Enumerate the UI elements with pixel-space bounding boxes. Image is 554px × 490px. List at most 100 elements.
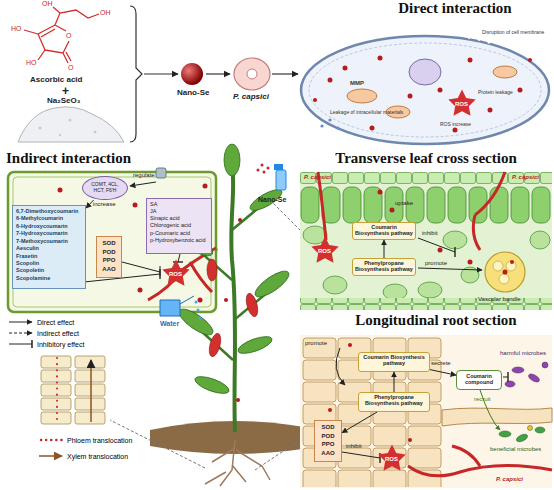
annotation-label: harmful microbes [500,350,546,356]
annotation-label: Ascorbic acid [30,76,82,84]
annotation-label: ROS [455,101,468,107]
translocation-cells [90,360,92,422]
annotation-label: HO [26,59,37,66]
sodium-selenite-powder [39,127,42,130]
node-text: Fraxetin [16,253,82,260]
node-text: SOD POD PPO AAO [317,423,339,458]
node-text: 6,7-Dimethoxycoumarin [16,208,82,215]
leaf-cross-section [503,270,508,275]
compound-list-box: 6,7-Dimethoxycoumarin6-Methylcoumarin6-H… [12,205,86,289]
annotation-label: Leakage of intracellular materials [330,110,403,115]
nano-se-particle [181,63,203,85]
direct-interaction-cell [328,118,331,121]
pepper-plant [174,144,292,397]
leaf-cross-section [378,190,383,195]
watering-can [195,301,202,320]
annotation-label: Na₂SeO₃ [47,97,81,105]
annotation-label: Protein leakage [478,90,513,95]
pepper-plant [231,165,235,432]
node-text: 6-Hydroxycoumarin [16,223,82,230]
direct-interaction-cell [301,36,549,144]
connector-arrow [384,240,385,258]
indirect-interaction-cell [13,177,211,307]
translocation-cells [56,358,58,422]
legend-row: Direct effect [8,318,74,326]
sodium-selenite-powder [69,119,72,122]
legend-line [9,322,32,323]
leaf-cross-section [418,282,442,298]
spray-bottle [257,164,287,191]
legend-text: Indirect effect [37,330,79,337]
ascorbic-acid-structure [24,7,99,63]
pathogen-cell-icon [234,58,270,90]
spray-bottle [257,169,260,172]
annotation-label: OH [42,0,53,7]
annotation-label: inhibit [346,443,362,449]
node-text: Sinapic acid [150,215,208,222]
legend-line [9,333,32,334]
indirect-interaction-cell [58,188,63,193]
pepper-plant [238,218,242,222]
sodium-selenite-powder [18,107,124,142]
synthesis-bracket [144,73,178,74]
direct-interaction-cell [409,59,441,85]
indirect-interaction-cell [8,172,216,312]
direct-interaction-cell [438,88,443,93]
leaf-cross-section [318,172,505,250]
annotation-label: Disruption of cell membrane [482,30,544,35]
annotation-label: P. capsici [496,476,523,482]
indirect-interaction-cell [133,203,138,208]
annotation-label: recruit [474,396,491,402]
leaf-cross-section [383,284,407,300]
node-text: SA [150,201,208,208]
leaf-cross-section [390,208,395,213]
root-section [503,377,508,378]
indirect-interaction-cell [173,261,183,262]
annotation-label: P. capsici [233,93,269,101]
root-section [408,438,412,442]
synthesis-bracket [272,73,298,74]
root-section [302,337,442,487]
pepper-plant [150,144,320,486]
panel: Direct interaction [296,0,554,150]
watering-can [160,296,202,320]
leaf-cross-section [468,260,473,265]
node-text: p-Hydroxybenzoic acid [150,237,208,244]
direct-interaction-cell [347,89,377,103]
annotation-label: ROS [385,456,398,462]
annotation-label: beneficial microbes [490,446,541,452]
indirect-interaction-cell [122,262,160,272]
annotation-label: ROS increase [440,122,471,127]
pepper-plant [207,259,260,358]
node-text: Coumarin Biosynthesis pathway [361,354,427,367]
connector-arrow [430,370,456,376]
edge-label: secrete [431,360,451,366]
connector-arrow [394,372,395,392]
leaf-cross-section [493,261,516,284]
node-text: Chlorogenic acid [150,222,208,229]
panel: Indirect interactionCOMT, 4CL, HCT, F6'H… [2,150,222,315]
ascorbic-acid-structure [24,7,99,63]
spray-bottle [267,167,270,170]
panel-title: Direct interaction [296,0,554,17]
direct-interaction-cell [493,66,517,78]
spray-bottle [257,164,270,174]
pepper-plant [244,292,260,318]
direct-interaction-cell [468,35,492,43]
pathway-box: Coumarin Biosynthesis pathway [352,222,416,240]
annotation-label: Water [160,320,179,327]
pepper-plant [252,267,293,301]
annotation-label: ROS [169,271,182,277]
pathogen-cell-icon [247,69,257,79]
annotation-label: regulate [133,172,155,178]
node-text: Coumarin compound [459,373,499,386]
sodium-selenite-powder [59,134,61,136]
node-text: JA [150,208,208,215]
annotation-label: P. capsici [512,174,539,180]
connector-arrow [86,200,94,208]
root-section [505,381,515,387]
node-text: SOD POD PPO AAO [99,239,119,274]
leaf-cross-section [443,231,467,249]
annotation-label: promote [305,340,327,346]
